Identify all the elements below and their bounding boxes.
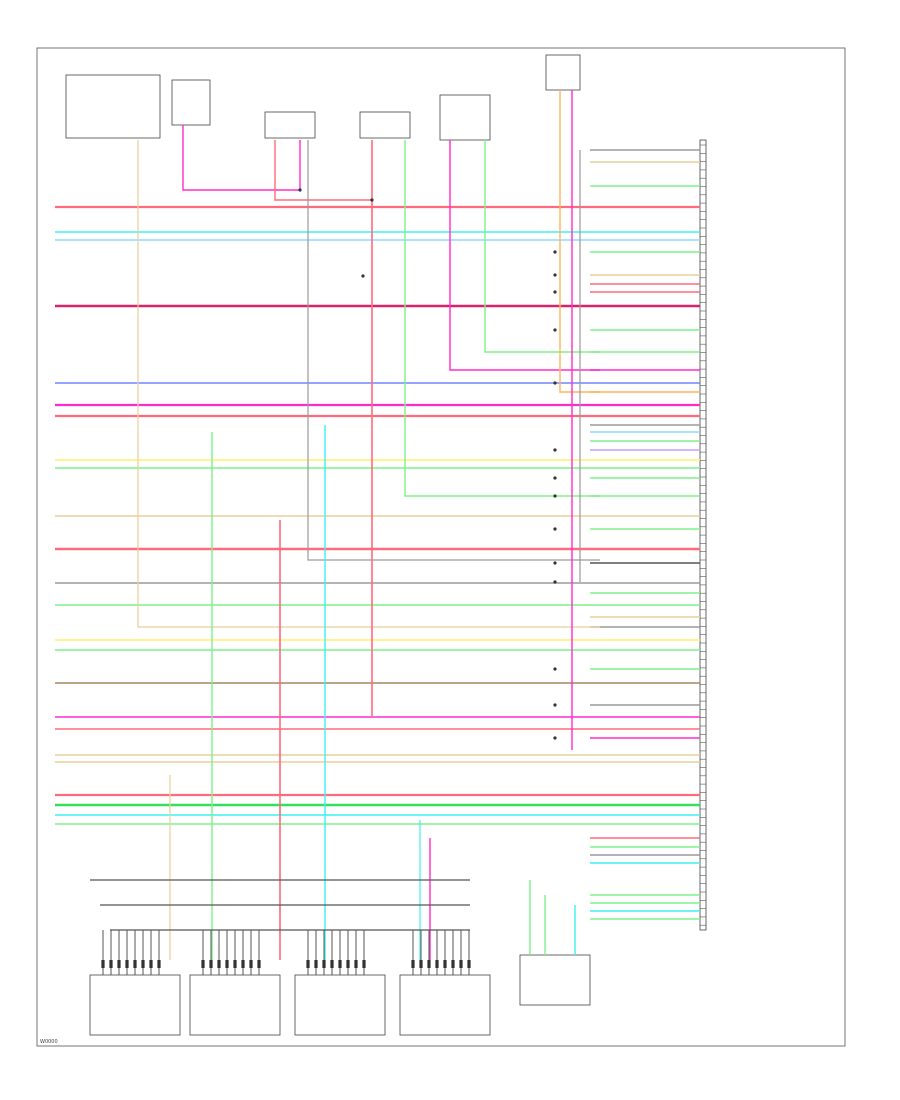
- module-4-pin: [411, 960, 415, 968]
- module-4-pin: [419, 960, 423, 968]
- component-sensor-box-1: [65, 74, 161, 139]
- module-4-pin: [427, 960, 431, 968]
- module-4-pin: [435, 960, 439, 968]
- module-3-pin: [338, 960, 342, 968]
- sensor-5-return-wire: [484, 140, 600, 353]
- module-1-pin: [133, 960, 137, 968]
- splice-dot: [553, 703, 557, 707]
- splice-dot: [553, 580, 557, 584]
- splice-dot: [370, 198, 374, 202]
- component-sensor-box-4: [359, 111, 411, 139]
- module-4-pin: [459, 960, 463, 968]
- module-3-pin: [330, 960, 334, 968]
- module-box-5: [519, 954, 591, 1006]
- module-1-pin: [125, 960, 129, 968]
- sensor-3-ground-wire: [307, 140, 600, 561]
- module-3-pin: [322, 960, 326, 968]
- splice-dot: [553, 273, 557, 277]
- module-4-pin: [467, 960, 471, 968]
- component-switch-box: [545, 54, 581, 91]
- module-2-pin: [257, 960, 261, 968]
- module-box-3: [294, 974, 386, 1036]
- module-1-pin: [157, 960, 161, 968]
- splice-dot: [553, 290, 557, 294]
- splice-dot: [553, 250, 557, 254]
- splice-dot: [298, 188, 302, 192]
- wire-layer: [55, 90, 706, 975]
- sensor-4-return-wire: [404, 140, 600, 497]
- sensor-3-ref-wire: [274, 140, 372, 201]
- splice-dot: [361, 274, 365, 278]
- splice-dot: [553, 736, 557, 740]
- diagram-frame: [36, 47, 846, 1047]
- splice-dot: [553, 448, 557, 452]
- module-box-4: [399, 974, 491, 1036]
- module-3-pin: [314, 960, 318, 968]
- module-3-pin: [306, 960, 310, 968]
- module-3-pin: [346, 960, 350, 968]
- sensor-5-signal-wire: [449, 140, 600, 371]
- splice-dot: [553, 494, 557, 498]
- splice-dot: [553, 476, 557, 480]
- module-2-pin: [209, 960, 213, 968]
- connector-layer: [101, 188, 557, 968]
- module-box-2: [189, 974, 281, 1036]
- splice-dot: [553, 527, 557, 531]
- module-1-pin: [117, 960, 121, 968]
- switch-feed-wire: [559, 90, 600, 393]
- module-1-pin: [149, 960, 153, 968]
- sensor-1-ground-wire: [137, 140, 600, 628]
- component-sensor-box-2: [171, 79, 211, 126]
- splice-dot: [553, 328, 557, 332]
- module-2-pin: [249, 960, 253, 968]
- module-4-pin: [443, 960, 447, 968]
- module-4-pin: [451, 960, 455, 968]
- module-2-pin: [225, 960, 229, 968]
- sensor-2-signal-wire: [182, 125, 301, 191]
- module-2-pin: [233, 960, 237, 968]
- splice-dot: [553, 667, 557, 671]
- splice-dot: [553, 561, 557, 565]
- module-2-pin: [217, 960, 221, 968]
- splice-dot: [553, 381, 557, 385]
- module-3-pin: [354, 960, 358, 968]
- module-3-pin: [362, 960, 366, 968]
- component-sensor-box-5: [439, 94, 491, 141]
- module-1-pin: [109, 960, 113, 968]
- component-sensor-box-3: [264, 111, 316, 139]
- module-1-pin: [101, 960, 105, 968]
- module-2-pin: [201, 960, 205, 968]
- module-2-pin: [241, 960, 245, 968]
- module-1-pin: [141, 960, 145, 968]
- module-box-1: [89, 974, 181, 1036]
- footer-code: W0000: [40, 1039, 58, 1045]
